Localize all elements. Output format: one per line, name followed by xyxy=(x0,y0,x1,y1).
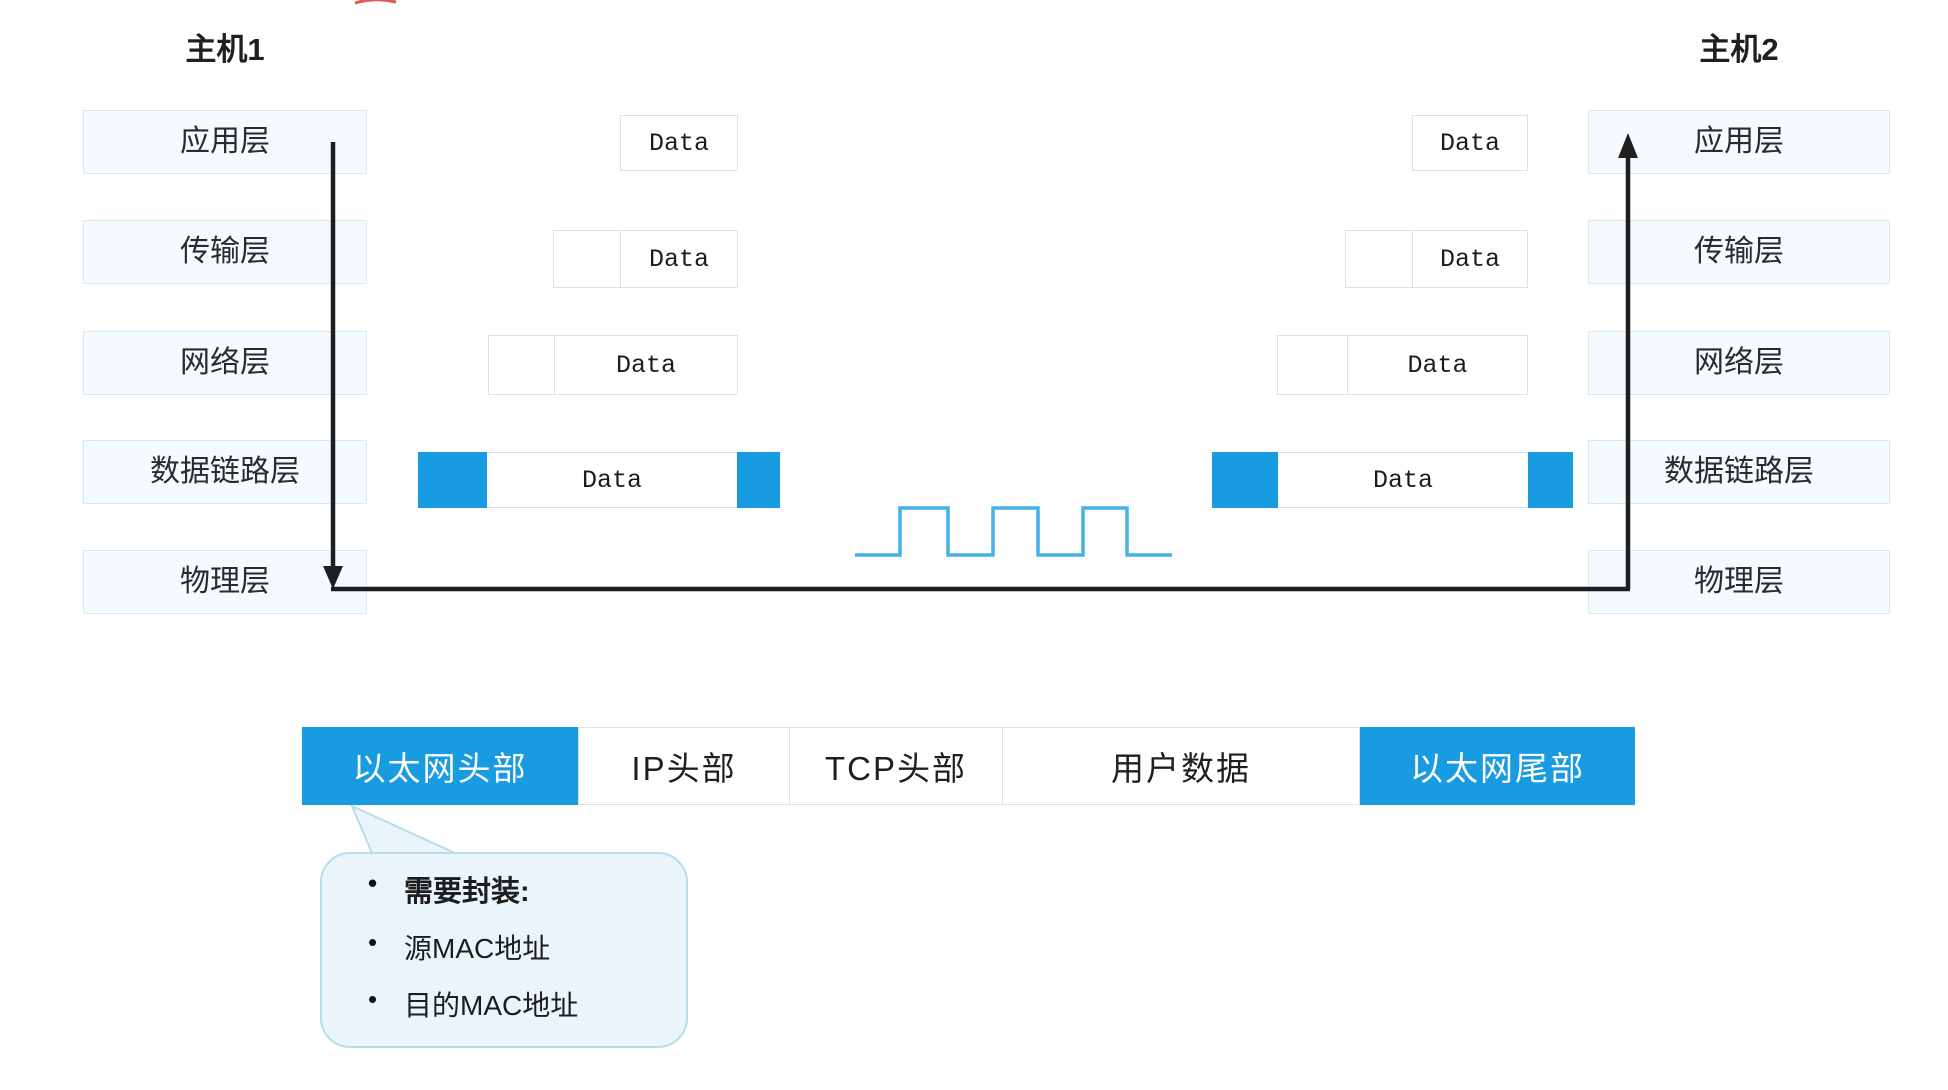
host1-layer-transport: 传输层 xyxy=(83,220,367,284)
data-cell: Data xyxy=(648,128,709,158)
eth-trailer-cell xyxy=(737,452,780,508)
eth-trailer-cell xyxy=(1528,452,1573,508)
data-cell: Data xyxy=(487,452,737,508)
frame-cell-eth-trailer: 以太网尾部 xyxy=(1360,727,1635,805)
host2-transport-data-box: Data xyxy=(1345,230,1528,288)
host1-layer-physical: 物理层 xyxy=(83,550,367,614)
host2-layer-datalink: 数据链路层 xyxy=(1588,440,1890,504)
host2-layer-network: 网络层 xyxy=(1588,331,1890,395)
host1-title: 主机1 xyxy=(185,32,265,67)
tcp-header-cell xyxy=(1346,231,1413,287)
data-cell: Data xyxy=(615,350,676,380)
ip-header-cell xyxy=(1278,336,1348,394)
eth-header-cell xyxy=(418,452,487,508)
host1-layer-application: 应用层 xyxy=(83,110,367,174)
signal-waveform-icon xyxy=(855,506,1172,557)
host1-app-data-box: Data xyxy=(620,115,738,171)
host1-transport-data-box: Data xyxy=(553,230,738,288)
frame-cell-eth-header: 以太网头部 xyxy=(302,727,578,805)
data-cell: Data xyxy=(1439,128,1500,158)
host2-title: 主机2 xyxy=(1699,32,1779,67)
tcp-header-cell xyxy=(554,231,621,287)
data-cell: Data xyxy=(1407,350,1468,380)
host2-layer-physical: 物理层 xyxy=(1588,550,1890,614)
eth-header-cell xyxy=(1212,452,1278,508)
host1-layer-datalink: 数据链路层 xyxy=(83,440,367,504)
frame-cell-tcp-header: TCP头部 xyxy=(790,727,1003,805)
data-cell: Data xyxy=(1439,244,1500,274)
callout-item: 目的MAC地址 xyxy=(368,984,676,1024)
host1-network-data-box: Data xyxy=(488,335,738,395)
callout-item: 源MAC地址 xyxy=(368,927,676,967)
red-pen-mark xyxy=(354,0,397,5)
host2-layer-application: 应用层 xyxy=(1588,110,1890,174)
callout-bubble: 需要封装: 源MAC地址 目的MAC地址 xyxy=(320,852,688,1048)
host2-layer-transport: 传输层 xyxy=(1588,220,1890,284)
frame-cell-user-data: 用户数据 xyxy=(1003,727,1360,805)
callout-item: 需要封装: xyxy=(368,868,676,910)
host2-network-data-box: Data xyxy=(1277,335,1528,395)
host1-layer-network: 网络层 xyxy=(83,331,367,395)
ip-header-cell xyxy=(489,336,555,394)
host2-frame-box: Data xyxy=(1212,452,1573,508)
data-cell: Data xyxy=(1278,452,1528,508)
host2-app-data-box: Data xyxy=(1412,115,1528,171)
data-cell: Data xyxy=(648,244,709,274)
frame-cell-ip-header: IP头部 xyxy=(578,727,790,805)
frame-structure-row: 以太网头部 IP头部 TCP头部 用户数据 以太网尾部 xyxy=(302,727,1635,805)
host1-frame-box: Data xyxy=(418,452,780,508)
